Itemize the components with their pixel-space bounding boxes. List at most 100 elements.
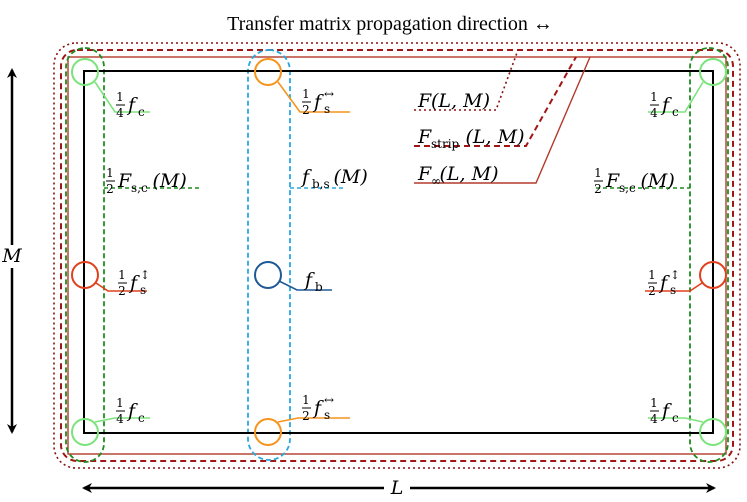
fraction-numerator: 1 <box>650 90 658 104</box>
subscript: s <box>324 102 330 116</box>
argument: (M) <box>153 170 187 192</box>
subscript: b,s <box>312 177 330 191</box>
argument: (L, M) <box>431 90 490 112</box>
bulk-strip-region <box>247 49 291 461</box>
surface-circle-bottom <box>254 418 282 446</box>
symbol: F <box>605 170 620 192</box>
symbol: f <box>303 269 315 291</box>
fraction-denominator: 4 <box>650 106 658 120</box>
symbol: f <box>126 400 138 422</box>
strip-corner-region-right <box>689 47 729 463</box>
lattice-frame <box>83 70 714 434</box>
fraction-denominator: 2 <box>118 284 126 298</box>
superscript: ↔ <box>324 393 334 407</box>
symbol: F <box>117 170 132 192</box>
subscript: c <box>138 105 145 119</box>
subscript: s <box>670 283 676 297</box>
F-strip-boundary <box>60 49 734 462</box>
symbol: f <box>312 91 324 113</box>
F-inf-boundary <box>67 56 727 455</box>
fraction-numerator: 1 <box>106 166 114 180</box>
symbol: F <box>417 163 432 185</box>
superscript: ↕ <box>140 268 150 282</box>
F-inf-leader <box>414 56 591 184</box>
fraction-numerator: 1 <box>650 396 658 410</box>
label-F: F(L, M) <box>417 90 490 112</box>
argument: (M) <box>334 166 368 188</box>
fraction-numerator: 1 <box>302 87 310 101</box>
surface-circle-right <box>699 261 727 289</box>
argument: (L, M) <box>466 126 525 148</box>
L-axis-label: L <box>390 477 404 499</box>
subscript: s,c <box>619 181 636 195</box>
fraction-numerator: 1 <box>116 396 124 410</box>
corner-circle-tl <box>71 58 99 86</box>
surface-leader-right <box>645 282 703 292</box>
fraction-numerator: 1 <box>648 268 656 282</box>
corner-leader-tr <box>648 81 704 113</box>
surface-leader-bottom <box>277 417 350 423</box>
corner-leader-tl <box>94 81 150 113</box>
corner-leader-br <box>648 417 704 423</box>
symbol: f <box>660 400 672 422</box>
fraction-denominator: 2 <box>594 182 602 196</box>
F-leader <box>414 49 519 111</box>
subscript: c <box>672 411 679 425</box>
symbol: f <box>658 272 670 294</box>
surface-circle-top <box>254 58 282 86</box>
fraction-denominator: 4 <box>116 412 124 426</box>
corner-circle-bl <box>71 418 99 446</box>
subscript: c <box>672 105 679 119</box>
bulk-leader <box>278 280 332 291</box>
superscript: ↕ <box>670 268 680 282</box>
corner-circle-tr <box>699 58 727 86</box>
label-F-inf: F∞(L, M) <box>417 163 498 188</box>
subscript: s <box>324 408 330 422</box>
symbol: f <box>300 166 312 188</box>
subscript: c <box>138 411 145 425</box>
fraction-numerator: 1 <box>116 90 124 104</box>
subscript: s,c <box>131 181 148 195</box>
F-strip-leader <box>414 56 577 147</box>
argument: (L, M) <box>440 163 499 185</box>
surface-leader-left <box>95 282 147 292</box>
surface-circle-left <box>71 261 99 289</box>
superscript: ↔ <box>324 87 334 101</box>
symbol: f <box>312 397 324 419</box>
argument: (M) <box>641 170 675 192</box>
symbol: f <box>128 272 140 294</box>
fraction-numerator: 1 <box>302 393 310 407</box>
M-axis-label: M <box>1 245 22 267</box>
fraction-denominator: 2 <box>106 182 114 196</box>
symbol: f <box>660 94 672 116</box>
symbol: f <box>126 94 138 116</box>
symbol: F <box>417 90 432 112</box>
fraction-denominator: 4 <box>650 412 658 426</box>
subscript: s <box>140 283 146 297</box>
corner-circle-br <box>699 418 727 446</box>
subscript: strip <box>431 137 460 151</box>
F-boundary <box>53 42 741 469</box>
symbol: F <box>417 126 432 148</box>
subscript: ∞ <box>431 174 441 188</box>
fraction-denominator: 4 <box>116 106 124 120</box>
corner-leader-bl <box>94 417 150 423</box>
strip-corner-region-left <box>65 47 105 463</box>
fraction-denominator: 2 <box>302 103 310 117</box>
fraction-numerator: 1 <box>118 268 126 282</box>
diagram-title: Transfer matrix propagation direction ↔ <box>227 13 553 35</box>
